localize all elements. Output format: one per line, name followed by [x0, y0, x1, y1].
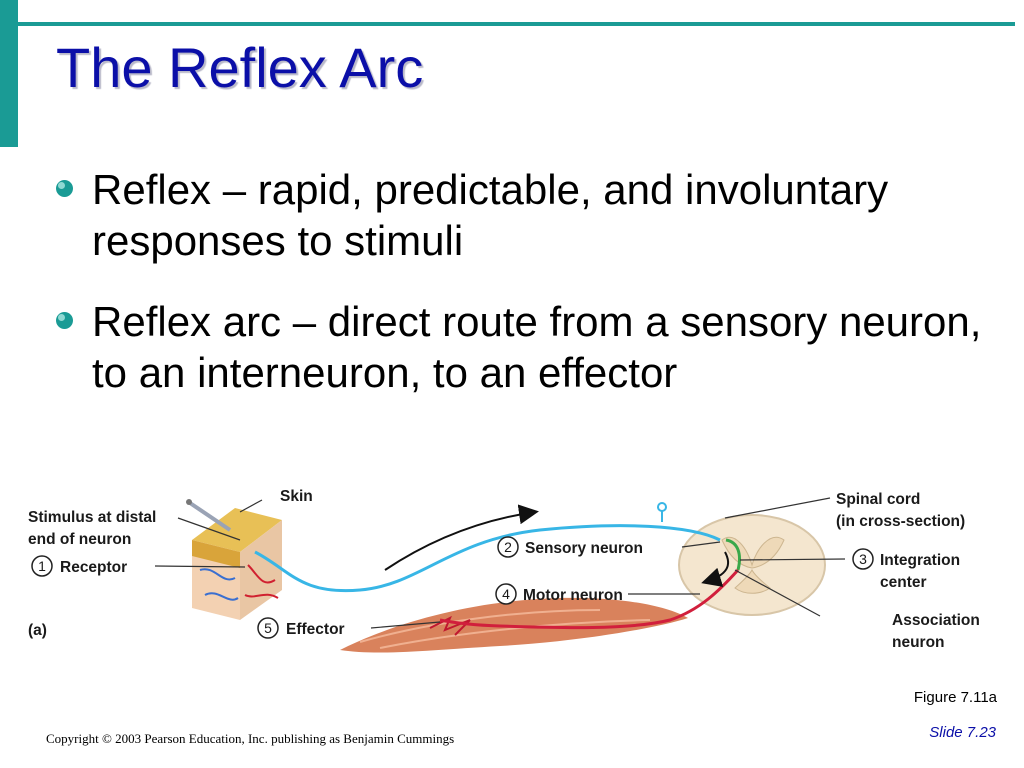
label-effector: Effector: [286, 621, 345, 638]
slide-title: The Reflex Arc: [56, 36, 424, 99]
label-integration-center: Integration: [880, 552, 960, 569]
leader-lines: [154, 497, 846, 629]
skin-block-illustration: [186, 499, 282, 620]
panel-label: (a): [28, 622, 47, 639]
label-receptor: Receptor: [60, 559, 127, 576]
sensory-direction-arrow-icon: [384, 504, 539, 571]
sensory-neuron-path: [254, 524, 721, 593]
integration-arrow-icon: [701, 551, 730, 587]
step-number: 3: [859, 551, 867, 567]
step-number: 4: [502, 586, 510, 602]
bullet-dot-icon: [56, 180, 73, 197]
label-motor-neuron: Motor neuron: [523, 587, 623, 604]
spinal-cord-cross-section: [678, 514, 826, 616]
bullet-item: Reflex arc – direct route from a sensory…: [52, 296, 1012, 398]
bullet-dot-icon: [56, 312, 73, 329]
step-number: 5: [264, 620, 272, 636]
label-sensory-neuron: Sensory neuron: [525, 540, 643, 557]
accent-bar-horizontal: [18, 22, 1015, 26]
figure-caption: Figure 7.11a: [913, 689, 997, 706]
reflex-arc-diagram: 1 2 3 4 5 Stimulus at distal end of neur…: [28, 488, 980, 653]
label-spinal-cord: (in cross-section): [836, 513, 965, 530]
step-number: 1: [38, 558, 46, 574]
label-association-neuron: neuron: [892, 634, 945, 651]
label-stimulus: Stimulus at distal: [28, 509, 156, 526]
label-skin: Skin: [280, 488, 313, 505]
copyright-text: Copyright © 2003 Pearson Education, Inc.…: [46, 731, 455, 746]
step-number-circles: [31, 536, 874, 639]
accent-bar-vertical: [0, 0, 18, 147]
step-number: 2: [504, 539, 512, 555]
bullet-item: Reflex – rapid, predictable, and involun…: [52, 164, 1012, 266]
bullet-text: Reflex arc – direct route from a sensory…: [92, 298, 982, 396]
motor-neuron-path: [439, 568, 740, 630]
bullet-text: Reflex – rapid, predictable, and involun…: [92, 166, 889, 264]
label-association-neuron: Association: [892, 612, 980, 629]
bullet-list: Reflex – rapid, predictable, and involun…: [52, 164, 1012, 428]
label-stimulus: end of neuron: [28, 531, 131, 548]
label-spinal-cord: Spinal cord: [836, 491, 920, 508]
label-integration-center: center: [880, 574, 927, 591]
slide-number: Slide 7.23: [929, 724, 996, 741]
